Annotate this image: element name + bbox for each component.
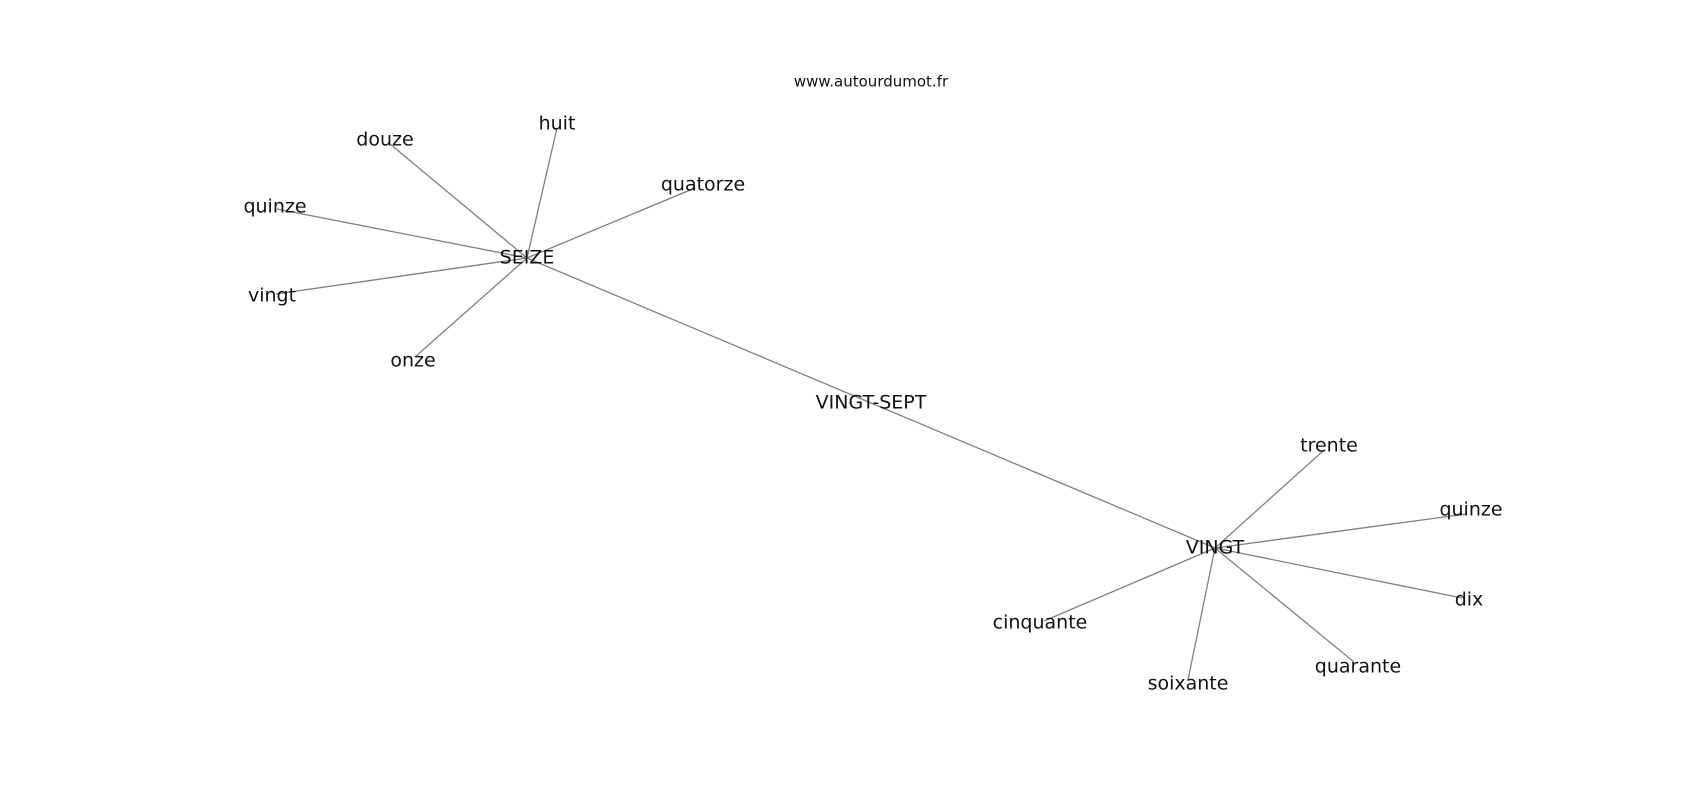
nodes-layer: SEIZE VINGT-SEPT VINGT huit douze quatorze qui… [243,113,1502,695]
node-seize[interactable]: SEIZE [500,247,555,269]
node-vingt-hub[interactable]: VINGT [1186,537,1245,559]
edge-seize-quinze-1 [276,208,528,259]
edge-seize-vingt-leaf [275,257,528,295]
edge-vingt-hub-dix [1214,547,1463,599]
node-vingt-leaf[interactable]: vingt [248,285,296,307]
edge-vingt-hub-soixante [1187,547,1216,681]
node-quinze-1[interactable]: quinze [243,196,306,218]
node-soixante[interactable]: soixante [1148,673,1229,695]
node-quinze-2[interactable]: quinze [1439,499,1502,521]
edge-vingt-hub-cinquante [1043,547,1216,622]
node-douze[interactable]: douze [356,129,413,151]
edge-seize-huit [526,127,558,259]
edge-seize-quatorze [526,187,696,259]
node-vingt-sept[interactable]: VINGT-SEPT [816,392,927,414]
source-url-label: www.autourdumot.fr [794,73,949,91]
node-dix[interactable]: dix [1455,589,1484,611]
edge-vingt-hub-trente [1214,450,1324,549]
edge-vingt-hub-quinze-2 [1214,513,1467,549]
edge-seize-vingt-hub [526,257,1216,549]
edge-seize-douze [389,143,528,259]
node-quarante[interactable]: quarante [1315,656,1401,678]
node-trente[interactable]: trente [1300,435,1358,457]
edge-vingt-hub-quarante [1214,547,1355,663]
node-cinquante[interactable]: cinquante [993,612,1088,634]
node-onze[interactable]: onze [390,350,435,372]
edge-seize-onze [414,257,528,358]
node-quatorze[interactable]: quatorze [661,174,745,196]
edges-layer [275,127,1467,681]
node-huit[interactable]: huit [539,113,576,135]
